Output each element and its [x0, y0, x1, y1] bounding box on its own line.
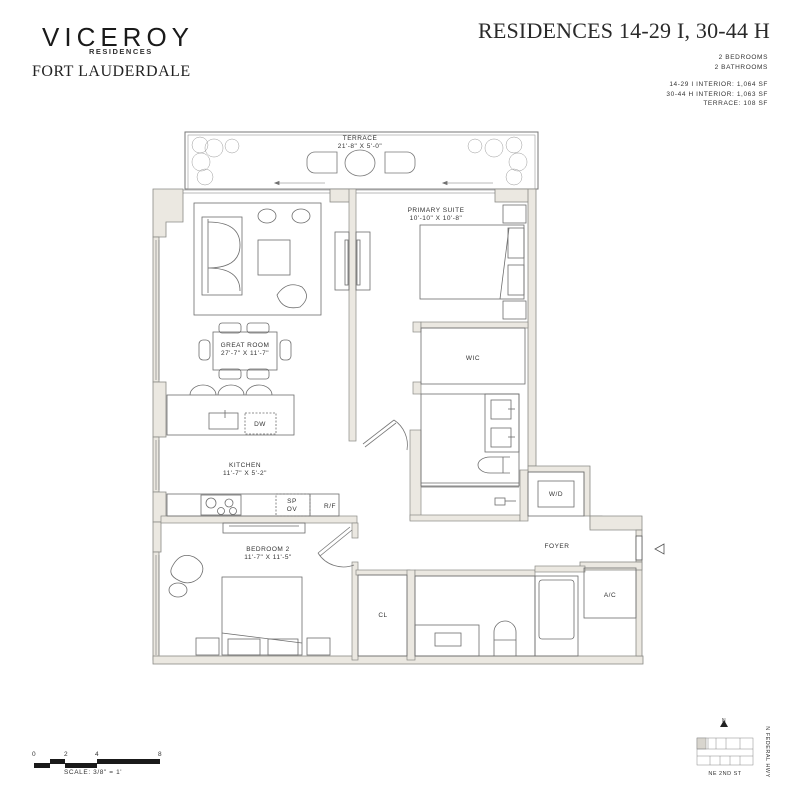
windows [155, 189, 495, 655]
ac-closet [583, 567, 637, 619]
key-plan [696, 720, 754, 766]
scale-label: SCALE: 3/8" = 1' [64, 769, 123, 776]
entry-arrow-icon [635, 535, 665, 561]
second-bath [414, 575, 579, 657]
interior-walls [160, 188, 586, 661]
room-labels: TERRACE 21'-8" X 5'-0" PRIMARY SUITE 10'… [32, 135, 770, 778]
street-right-label: N FEDERAL HWY [764, 726, 770, 778]
primary-suite-dims: 10'-10" X 10'-8" [410, 215, 463, 222]
primary-bed-icon [419, 204, 527, 320]
terrace-label: TERRACE [343, 135, 378, 142]
kitchen-counter [166, 493, 340, 517]
tv-console-icon [334, 231, 350, 291]
sink-icon [434, 632, 462, 647]
kitchen-dims: 11'-7" X 5'-2" [223, 470, 267, 477]
foyer-label: FOYER [545, 543, 570, 550]
brand-city: FORT LAUDERDALE [32, 63, 191, 80]
cooktop-icon [200, 494, 242, 516]
planter-right-icon [467, 136, 528, 186]
ac-label: A/C [604, 592, 616, 599]
bedroom2-label: BEDROOM 2 [246, 546, 290, 553]
sofa-icon [201, 216, 243, 296]
closet-cl [357, 574, 408, 657]
interior-sf-30-44: 30-44 H INTERIOR: 1,063 SF [666, 90, 768, 98]
armchair-icon [170, 554, 204, 584]
armchair-icon [276, 284, 307, 309]
scale-tick-2: 2 [64, 751, 68, 758]
side-table-icon [168, 582, 188, 598]
dw-label: DW [254, 421, 266, 428]
side-table-icon [291, 208, 311, 224]
terrace-dims: 21'-8" X 5'-0" [338, 143, 383, 150]
laundry-closet [527, 471, 585, 517]
bathrooms-count: 2 BATHROOMS [714, 63, 768, 71]
ov-label: OV [287, 506, 298, 513]
vanity-icon [414, 624, 480, 657]
kitchen-island [166, 384, 295, 436]
scale-bar [34, 759, 160, 768]
terrace-area [184, 131, 539, 190]
cl-label: CL [378, 612, 387, 619]
terrace-table-icon [306, 149, 416, 177]
terrace-sf: TERRACE: 108 SF [703, 100, 768, 107]
primary-suite-label: PRIMARY SUITE [408, 207, 465, 214]
bed-icon [221, 576, 303, 656]
great-room-dims: 27'-7" X 11'-7" [221, 350, 269, 357]
wd-label: W/D [549, 491, 563, 498]
interior-sf-14-29: 14-29 I INTERIOR: 1,064 SF [669, 81, 768, 88]
brand-subtitle: RESIDENCES [89, 47, 153, 56]
toilet-icon [477, 456, 510, 474]
scale-tick-4: 4 [95, 751, 99, 758]
brand-name: VICEROY [42, 22, 195, 52]
exterior-walls [152, 188, 644, 665]
side-table-icon [257, 208, 277, 224]
bedroom2-dims: 11'-7" X 11'-5" [244, 554, 292, 561]
doors [317, 419, 408, 568]
wic-label: WIC [466, 355, 480, 362]
dishwasher-icon [244, 412, 277, 435]
bedrooms-count: 2 BEDROOMS [718, 54, 768, 61]
shower-valve-icon [494, 497, 506, 506]
north-label: N [722, 718, 726, 724]
toilet-icon [493, 620, 517, 656]
great-room-label: GREAT ROOM [221, 342, 270, 349]
scale-tick-0: 0 [32, 751, 36, 758]
sp-label: SP [287, 498, 297, 505]
coffee-table-icon [257, 239, 291, 276]
kitchen-label: KITCHEN [229, 462, 261, 469]
wic-room [420, 327, 526, 385]
bathtub-icon [534, 575, 579, 657]
primary-bath [420, 393, 520, 506]
dining-table-icon [198, 322, 292, 380]
north-arrow-icon [720, 720, 728, 727]
bedroom2-furniture [168, 522, 331, 656]
street-bottom-label: NE 2ND ST [708, 771, 741, 777]
washer-dryer-icon [537, 480, 575, 508]
planter-left-icon [191, 136, 240, 186]
living-furniture [193, 202, 322, 316]
scale-tick-8: 8 [158, 751, 162, 758]
unit-specs: 2 BEDROOMS 2 BATHROOMS 14-29 I INTERIOR:… [666, 53, 768, 109]
residence-title: RESIDENCES 14-29 I, 30-44 H [477, 18, 770, 43]
sink-icon [208, 412, 239, 430]
rf-label: R/F [324, 503, 336, 510]
